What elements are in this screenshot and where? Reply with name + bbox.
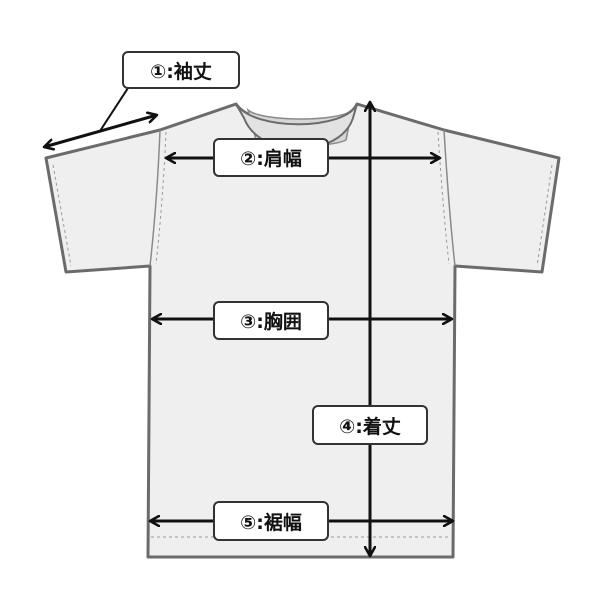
sleeve-label-leader (99, 87, 129, 132)
right-armhole-seam (443, 129, 456, 267)
left-armhole-seam (149, 129, 161, 267)
hem-width-label: ⑤:裾幅 (213, 501, 329, 541)
chest-width-label: ③:胸囲 (213, 301, 329, 340)
left-sleeve-stitch (52, 164, 72, 267)
shoulder-width-label: ②:肩幅 (213, 138, 329, 177)
sleeve-length-label: ①:袖丈 (122, 51, 240, 89)
body-length-label: ④:着丈 (312, 405, 428, 445)
right-sleeve-stitch (536, 164, 553, 267)
